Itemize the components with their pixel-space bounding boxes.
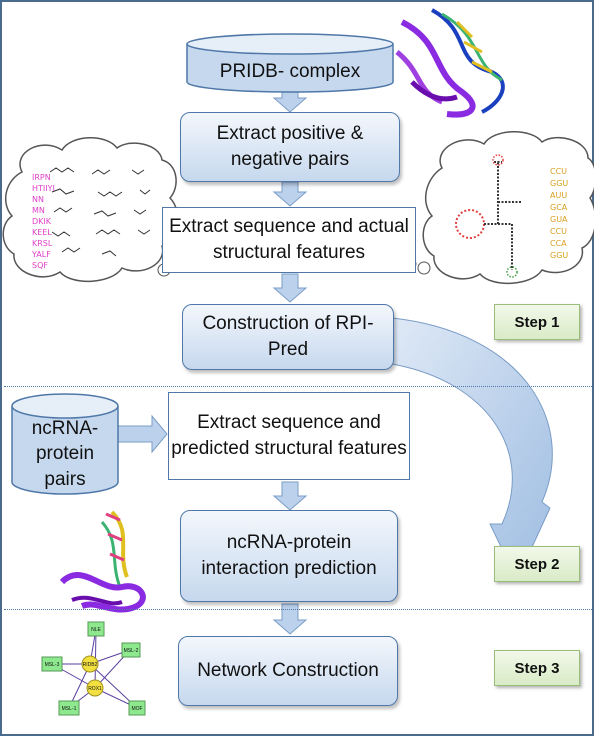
extract-predicted-features-box: Extract sequence and predicted structura… [168,392,410,480]
section-separator-1 [4,386,594,387]
interaction-prediction-box: ncRNA-protein interaction prediction [180,510,398,602]
extract-actual-features-box: Extract sequence and actual structural f… [162,207,416,273]
protein-label-1: HTIIYI [32,184,55,193]
codon-3: GCA [550,203,568,212]
network-label-msl1: MSL-1 [62,706,77,712]
network-node-msl3 [41,656,63,672]
ncrna-protein-pairs-label: ncRNA-protein pairs [31,417,99,490]
arrow-right [116,414,168,454]
network-label-nle: NLE [91,627,101,633]
step-3-badge: Step 3 [494,650,580,686]
ncrna-pairs-cylinder [11,393,119,495]
codon-6: CCA [550,239,567,248]
codon-5: CCU [550,227,567,236]
network-node-ridb2 [81,655,99,673]
network-label-msl3: MSL-3 [45,662,60,668]
network-label-rox1: ROX1 [88,686,102,692]
network-node-nle [87,621,105,637]
network-label-msl2: MSL-2 [124,648,139,654]
network-label-ridb2: RIDB2 [83,662,98,668]
protein-rna-structure-step2 [59,510,146,613]
codon-7: GGU [550,251,568,260]
protein-label-8: SQF [32,261,48,270]
network-node-rox1 [86,679,104,697]
arrow-down-5 [272,603,308,635]
rna-feature-cloud: CCU GGU AUU GCA GUA CCU CCA GGU [407,131,594,285]
network-label-mof: MOF [131,706,142,712]
step-2-badge: Step 2 [494,546,580,582]
curved-feedback-arrow [391,317,553,582]
network-node-msl1 [58,700,80,716]
protein-dna-structure-top [395,8,505,118]
network-node-mof [128,700,146,716]
network-graph: NLE MSL-3 MSL-2 MSL-1 MOF RIDB2 ROX1 [41,621,146,716]
protein-label-3: MN [32,206,45,215]
codon-0: CCU [550,167,567,176]
network-construction-box: Network Construction [178,636,398,706]
codon-4: GUA [550,215,568,224]
section-separator-2 [4,609,594,610]
pridb-cylinder [186,33,394,93]
arrow-down-4 [272,481,308,511]
protein-feature-cloud: IRPN HTIIYI NN MN DKIK KEEL KRSL YALF SQ… [2,137,181,283]
construction-rpi-pred-box: Construction of RPI-Pred [182,304,394,370]
protein-label-2: NN [32,195,44,204]
pridb-complex-label: PRIDB- complex [219,61,361,83]
protein-label-7: YALF [31,250,51,259]
protein-label-0: IRPN [32,173,51,182]
step-1-badge: Step 1 [494,304,580,340]
arrow-down-3 [272,273,308,303]
protein-label-6: KRSL [32,239,53,248]
protein-label-4: DKIK [32,217,52,226]
extract-pairs-box: Extract positive & negative pairs [180,112,400,182]
arrow-down-2 [272,181,308,207]
codon-2: AUU [550,191,567,200]
network-node-msl2 [121,642,141,658]
codon-1: GGU [550,179,568,188]
protein-label-5: KEEL [32,228,52,237]
